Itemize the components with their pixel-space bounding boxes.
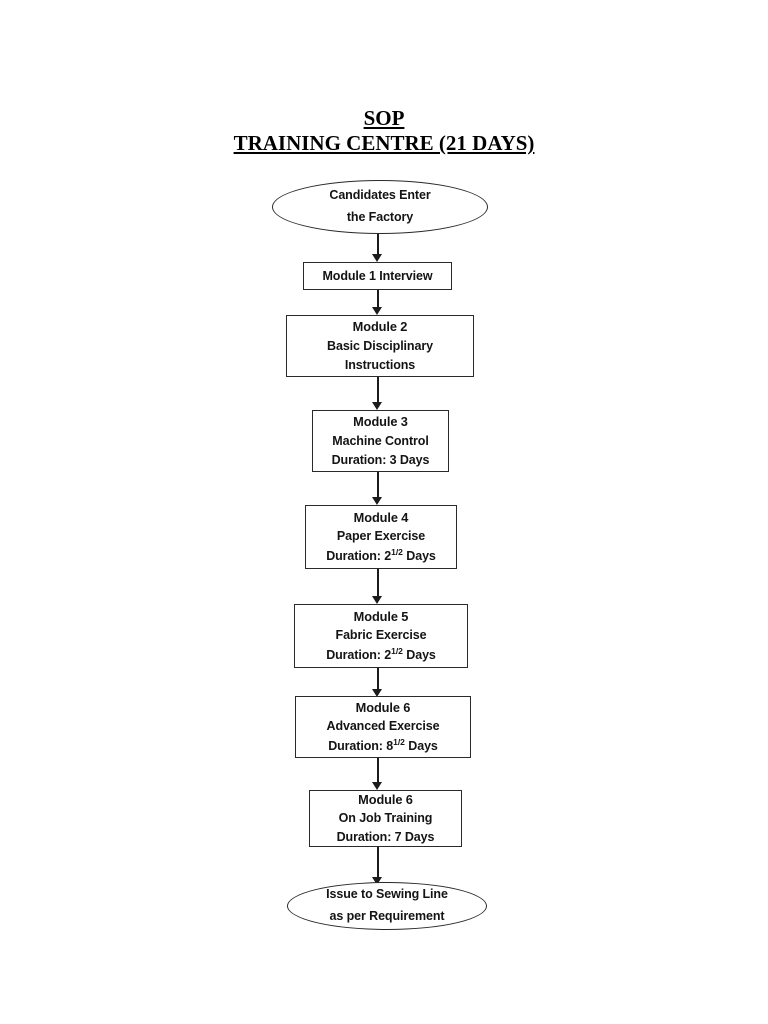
module-6-ojt-line-1: On Job Training xyxy=(338,811,433,826)
module-2-line-2: Instructions xyxy=(344,357,416,372)
arrowhead-icon xyxy=(372,402,382,410)
module-5-duration: Duration: 21/2 Days xyxy=(326,645,436,665)
module-6-duration-prefix: Duration: xyxy=(328,739,387,754)
module-5-box[interactable]: Module 5 Fabric Exercise Duration: 21/2 … xyxy=(294,604,468,668)
start-terminator-line-2: the Factory xyxy=(346,210,414,224)
arrowhead-icon xyxy=(372,254,382,262)
module-4-duration-fraction: 1/2 xyxy=(391,547,403,558)
module-6-duration-whole: 8 xyxy=(386,739,394,754)
module-2-line-1: Basic Disciplinary xyxy=(327,338,433,353)
module-6-box[interactable]: Module 6 Advanced Exercise Duration: 81/… xyxy=(295,696,471,758)
edge-stem xyxy=(377,847,379,878)
module-1-label: Module 1 xyxy=(322,268,376,283)
edge-module-5-to-module-6 xyxy=(365,668,391,697)
module-1-box[interactable]: Module 1 Interview xyxy=(303,262,452,290)
arrowhead-icon xyxy=(372,689,382,697)
edge-module-4-to-module-5 xyxy=(365,569,391,604)
module-5-label: Module 5 xyxy=(353,608,409,624)
edge-stem xyxy=(377,668,379,690)
module-6-duration-fraction: 1/2 xyxy=(393,737,405,748)
module-1-inline-text: Interview xyxy=(379,268,433,283)
edge-module-2-to-module-3 xyxy=(365,377,391,410)
edge-module-6-to-module-7 xyxy=(365,758,391,790)
module-6-duration-suffix: Days xyxy=(404,739,438,754)
module-6-duration: Duration: 81/2 Days xyxy=(328,736,438,756)
arrowhead-icon xyxy=(372,307,382,315)
module-6-ojt-duration: Duration: 7 Days xyxy=(336,830,435,845)
module-4-line-1: Paper Exercise xyxy=(336,529,426,544)
module-4-duration-whole: 2 xyxy=(384,549,392,564)
edge-stem xyxy=(377,377,379,403)
module-6-ojt-label: Module 6 xyxy=(358,791,413,807)
page-title: SOP TRAINING CENTRE (21 DAYS) xyxy=(0,106,768,156)
arrowhead-icon xyxy=(372,596,382,604)
title-line-training-centre: TRAINING CENTRE (21 DAYS) xyxy=(233,130,535,155)
edge-stem xyxy=(377,234,379,255)
module-4-label: Module 4 xyxy=(353,509,409,525)
module-3-label: Module 3 xyxy=(353,414,408,430)
edge-module-7-to-end xyxy=(365,847,391,885)
module-6-label: Module 6 xyxy=(355,699,411,715)
edge-stem xyxy=(377,569,379,597)
end-terminator[interactable]: Issue to Sewing Line as per Requirement xyxy=(287,882,487,930)
start-terminator[interactable]: Candidates Enter the Factory xyxy=(272,180,488,234)
module-2-label: Module 2 xyxy=(352,319,408,335)
module-4-duration-suffix: Days xyxy=(402,549,436,564)
end-terminator-line-1: Issue to Sewing Line xyxy=(326,887,448,902)
edge-stem xyxy=(377,472,379,498)
module-5-line-1: Fabric Exercise xyxy=(335,628,427,643)
module-1-text: Module 1 Interview xyxy=(322,267,432,286)
arrowhead-icon xyxy=(372,877,382,885)
module-5-duration-whole: 2 xyxy=(384,648,392,663)
start-terminator-line-1: Candidates Enter xyxy=(329,188,431,203)
module-4-duration: Duration: 21/2 Days xyxy=(326,546,436,566)
module-6-ojt-box[interactable]: Module 6 On Job Training Duration: 7 Day… xyxy=(309,790,462,847)
title-line-sop: SOP xyxy=(363,106,405,130)
module-3-duration: Duration: 3 Days xyxy=(331,452,430,467)
module-5-duration-suffix: Days xyxy=(402,648,436,663)
module-5-duration-prefix: Duration: xyxy=(326,648,385,663)
module-3-box[interactable]: Module 3 Machine Control Duration: 3 Day… xyxy=(312,410,449,472)
end-terminator-line-2: as per Requirement xyxy=(329,909,445,923)
module-4-box[interactable]: Module 4 Paper Exercise Duration: 21/2 D… xyxy=(305,505,457,569)
module-3-line-1: Machine Control xyxy=(332,433,429,448)
arrowhead-icon xyxy=(372,497,382,505)
module-4-duration-prefix: Duration: xyxy=(326,549,385,564)
module-6-line-1: Advanced Exercise xyxy=(326,719,440,734)
module-5-duration-fraction: 1/2 xyxy=(391,646,403,657)
edge-start-to-module-1 xyxy=(365,234,391,262)
arrowhead-icon xyxy=(372,782,382,790)
edge-module-3-to-module-4 xyxy=(365,472,391,505)
module-2-box[interactable]: Module 2 Basic Disciplinary Instructions xyxy=(286,315,474,377)
edge-module-1-to-module-2 xyxy=(365,290,391,315)
edge-stem xyxy=(377,758,379,783)
edge-stem xyxy=(377,290,379,308)
